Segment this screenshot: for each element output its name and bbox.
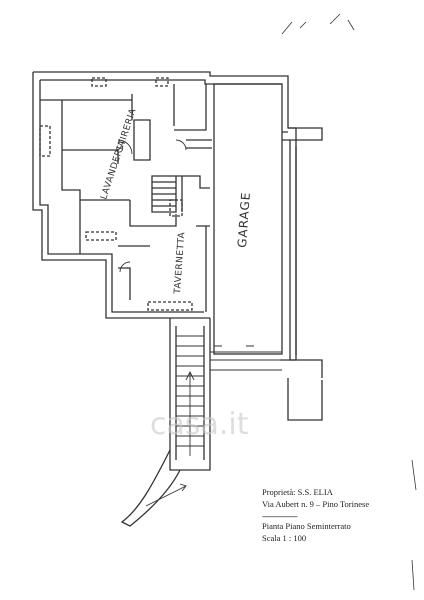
partition-7 xyxy=(176,175,210,212)
outer-wall-left xyxy=(32,72,210,319)
inner-wall-left xyxy=(39,80,204,313)
external-stairs xyxy=(169,318,211,471)
side-mark xyxy=(411,459,417,591)
right-lower-wall xyxy=(287,378,323,421)
fixture-4 xyxy=(85,231,117,241)
fixture-2 xyxy=(155,77,169,87)
partition-5 xyxy=(173,84,207,131)
garage-side-wall xyxy=(282,131,290,141)
title-block: Proprietà: S.S. ELIA Via Aubert n. 9 – P… xyxy=(262,486,369,544)
scale-text: Scala 1 : 100 xyxy=(262,533,307,543)
separator-line: ------------------- xyxy=(262,511,298,521)
garage-room xyxy=(213,83,283,355)
watermark-text: casa.it xyxy=(150,407,249,442)
outer-wall xyxy=(33,71,297,361)
door-arc-1 xyxy=(117,139,133,155)
ramp-arrow xyxy=(145,483,187,507)
fixture-6 xyxy=(169,199,183,217)
corner-mark-tr xyxy=(329,13,355,31)
partition-6 xyxy=(186,139,212,149)
door-arc-2 xyxy=(175,139,187,151)
door-arc-3 xyxy=(119,261,131,273)
partition-1 xyxy=(40,94,133,120)
stireria-label: STIRERIA xyxy=(115,107,138,153)
garage-label: GARAGE xyxy=(235,191,253,248)
curved-ramp xyxy=(120,449,181,527)
internal-stairs xyxy=(151,175,177,213)
address-text: Via Aubert n. 9 – Pino Torinese xyxy=(262,499,370,509)
partition-8 xyxy=(129,200,177,227)
partition-2 xyxy=(61,100,130,201)
owner-text: Proprietà: S.S. ELIA xyxy=(262,487,333,497)
garage-entrance xyxy=(210,351,282,371)
partition-4 xyxy=(133,119,151,161)
partition-10 xyxy=(118,245,150,300)
fixture-1 xyxy=(91,77,107,87)
right-terrace xyxy=(288,127,323,378)
tavernetta-label: TAVERNETTA xyxy=(173,231,187,295)
corner-mark-tl xyxy=(281,21,307,35)
fixture-3 xyxy=(39,125,51,157)
external-stairs-inner xyxy=(175,326,205,460)
partition-11 xyxy=(196,225,210,312)
fixture-5 xyxy=(147,301,193,311)
partition-3 xyxy=(62,149,119,164)
plan-title: Pianta Piano Seminterrato xyxy=(262,521,351,531)
stair-arrow xyxy=(185,370,195,456)
